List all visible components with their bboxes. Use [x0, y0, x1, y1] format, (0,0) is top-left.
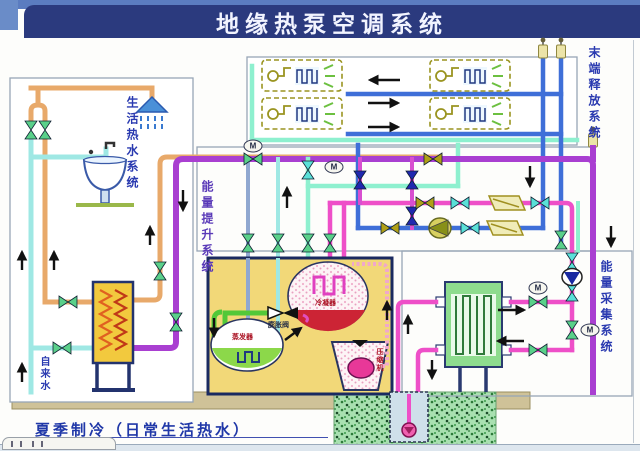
- expansion-valve-icon: [267, 305, 309, 324]
- caption-underline: [28, 437, 328, 438]
- slide-top-strip: [0, 0, 640, 9]
- page-title: 地缘热泵空调系统: [216, 10, 448, 37]
- water-tank: [91, 280, 135, 392]
- condenser: [287, 261, 369, 332]
- caption: 夏季制冷（日常生活热水）: [35, 422, 252, 439]
- label-tap-water: 自来水: [38, 356, 49, 392]
- slide-corner-square: [0, 0, 18, 30]
- pump-icons: [427, 217, 583, 287]
- motor-badge: M: [243, 139, 263, 153]
- title-banner: 地缘热泵空调系统: [24, 5, 640, 38]
- slide-toolbar[interactable]: [2, 437, 116, 450]
- slide-bottom-edge: [0, 444, 640, 451]
- label-energy-collection: 能量采集系统: [599, 260, 613, 356]
- toolbar-button[interactable]: [11, 440, 22, 447]
- toolbar-button[interactable]: [32, 440, 43, 447]
- borehole: [389, 391, 429, 443]
- compressor-icon: [330, 340, 390, 391]
- label-expansion-valve: 膨胀阀: [268, 322, 289, 329]
- label-energy-lift: 能量提升系统: [200, 180, 214, 276]
- motor-badge: M: [528, 281, 548, 295]
- energy-collection: [389, 281, 575, 443]
- flow-arrows: [16, 74, 617, 382]
- shower-icon: [135, 95, 169, 129]
- air-vent-icon: [555, 36, 567, 59]
- evaporator: [210, 318, 284, 372]
- heat-pump-unit: [206, 256, 394, 396]
- air-vent-icon: [537, 36, 549, 59]
- heat-exchanger: [435, 281, 512, 368]
- sink-icon: [76, 141, 134, 207]
- slide-right-edge: [633, 40, 634, 443]
- filter-icons: [485, 195, 527, 236]
- label-terminal-release: 末端释放系统: [587, 46, 601, 142]
- label-domestic-hot-water: 生活热水系统: [125, 96, 139, 192]
- fan-coil-pipes: [249, 55, 580, 248]
- motor-badge: M: [580, 323, 600, 337]
- label-evaporator: 蒸发器: [232, 334, 253, 341]
- label-condenser: 冷凝器: [315, 300, 336, 307]
- label-compressor: 压缩机: [376, 348, 383, 372]
- motor-badge: M: [324, 160, 344, 174]
